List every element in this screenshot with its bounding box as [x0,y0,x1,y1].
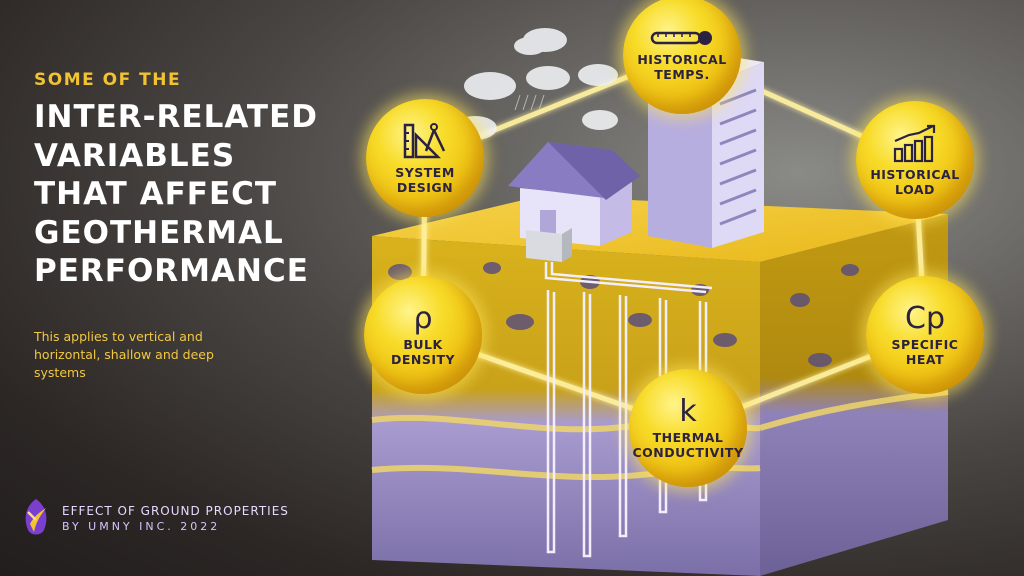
intro-text-block: SOME OF THE INTER-RELATED VARIABLES THAT… [34,70,334,291]
node-label: HISTORICAL LOAD [870,167,960,197]
building-windows [719,88,757,226]
headline-line: THAT AFFECT [34,176,278,212]
thermometer-icon [650,31,712,45]
cp-symbol: Cp [905,301,945,336]
node-system-design: SYSTEM DESIGN [366,99,484,217]
footer-byline: BY UMNY INC. 2022 [62,519,221,533]
footer-title: EFFECT OF GROUND PROPERTIES [62,503,289,518]
footer: EFFECT OF GROUND PROPERTIES BY UMNY INC.… [22,498,289,538]
building-front [648,72,712,248]
rho-symbol: ρ [413,301,433,336]
clouds [453,28,618,140]
node-bulk-density: ρ BULK DENSITY [364,276,482,394]
headline-line: PERFORMANCE [34,253,309,289]
node-historical-load: HISTORICAL LOAD [856,101,974,219]
node-historical-temps: HISTORICAL TEMPS. [623,0,741,114]
k-symbol: k [679,394,697,429]
headline-line: GEOTHERMAL [34,214,284,251]
headline-line: INTER-RELATED [34,99,318,135]
house-roof-side [548,142,640,200]
node-specific-heat: Cp SPECIFIC HEAT [866,276,984,394]
bar-chart-icon [893,124,936,163]
subtitle: This applies to vertical and horizontal,… [34,329,214,380]
heat-pump [526,230,562,262]
node-label: THERMAL CONDUCTIVITY [632,430,744,460]
headline-line: VARIABLES [34,137,236,174]
node-thermal-conductivity: k THERMAL CONDUCTIVITY [629,369,747,487]
drafting-tools-icon [403,123,446,159]
umny-logo-icon [25,499,47,535]
node-label: SPECIFIC HEAT [891,337,959,367]
node-label: SYSTEM DESIGN [395,165,455,195]
node-label: BULK DENSITY [390,337,456,367]
headline: INTER-RELATED VARIABLES THAT AFFECT GEOT… [34,98,334,291]
kicker: SOME OF THE [34,70,182,90]
node-label: HISTORICAL TEMPS. [637,52,727,82]
rain [514,94,545,111]
